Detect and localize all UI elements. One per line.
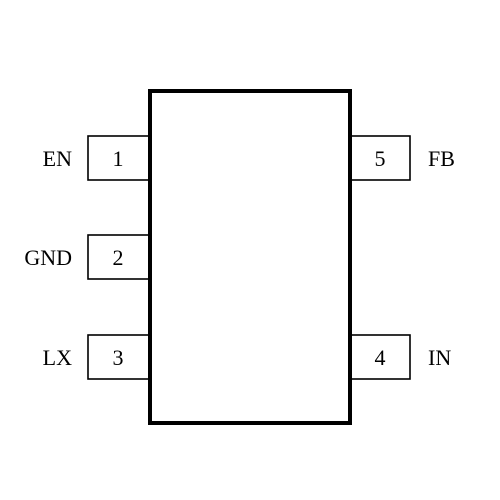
pin-1-name: EN [43,146,72,171]
pin-2-name: GND [24,245,72,270]
pin-1-number: 1 [113,146,124,171]
chip-body [148,89,352,425]
pin-1-box [87,135,151,181]
pin-3-name: LX [43,345,72,370]
pin-4-number: 4 [375,345,386,370]
pin-5-name: FB [428,146,455,171]
pin-5-box [349,135,411,181]
pin-2-box [87,234,151,280]
pin-5-number: 5 [375,146,386,171]
pin-2-number: 2 [113,245,124,270]
pin-4-box [349,334,411,380]
pin-3-box [87,334,151,380]
pin-4-name: IN [428,345,451,370]
pin-3-number: 3 [113,345,124,370]
